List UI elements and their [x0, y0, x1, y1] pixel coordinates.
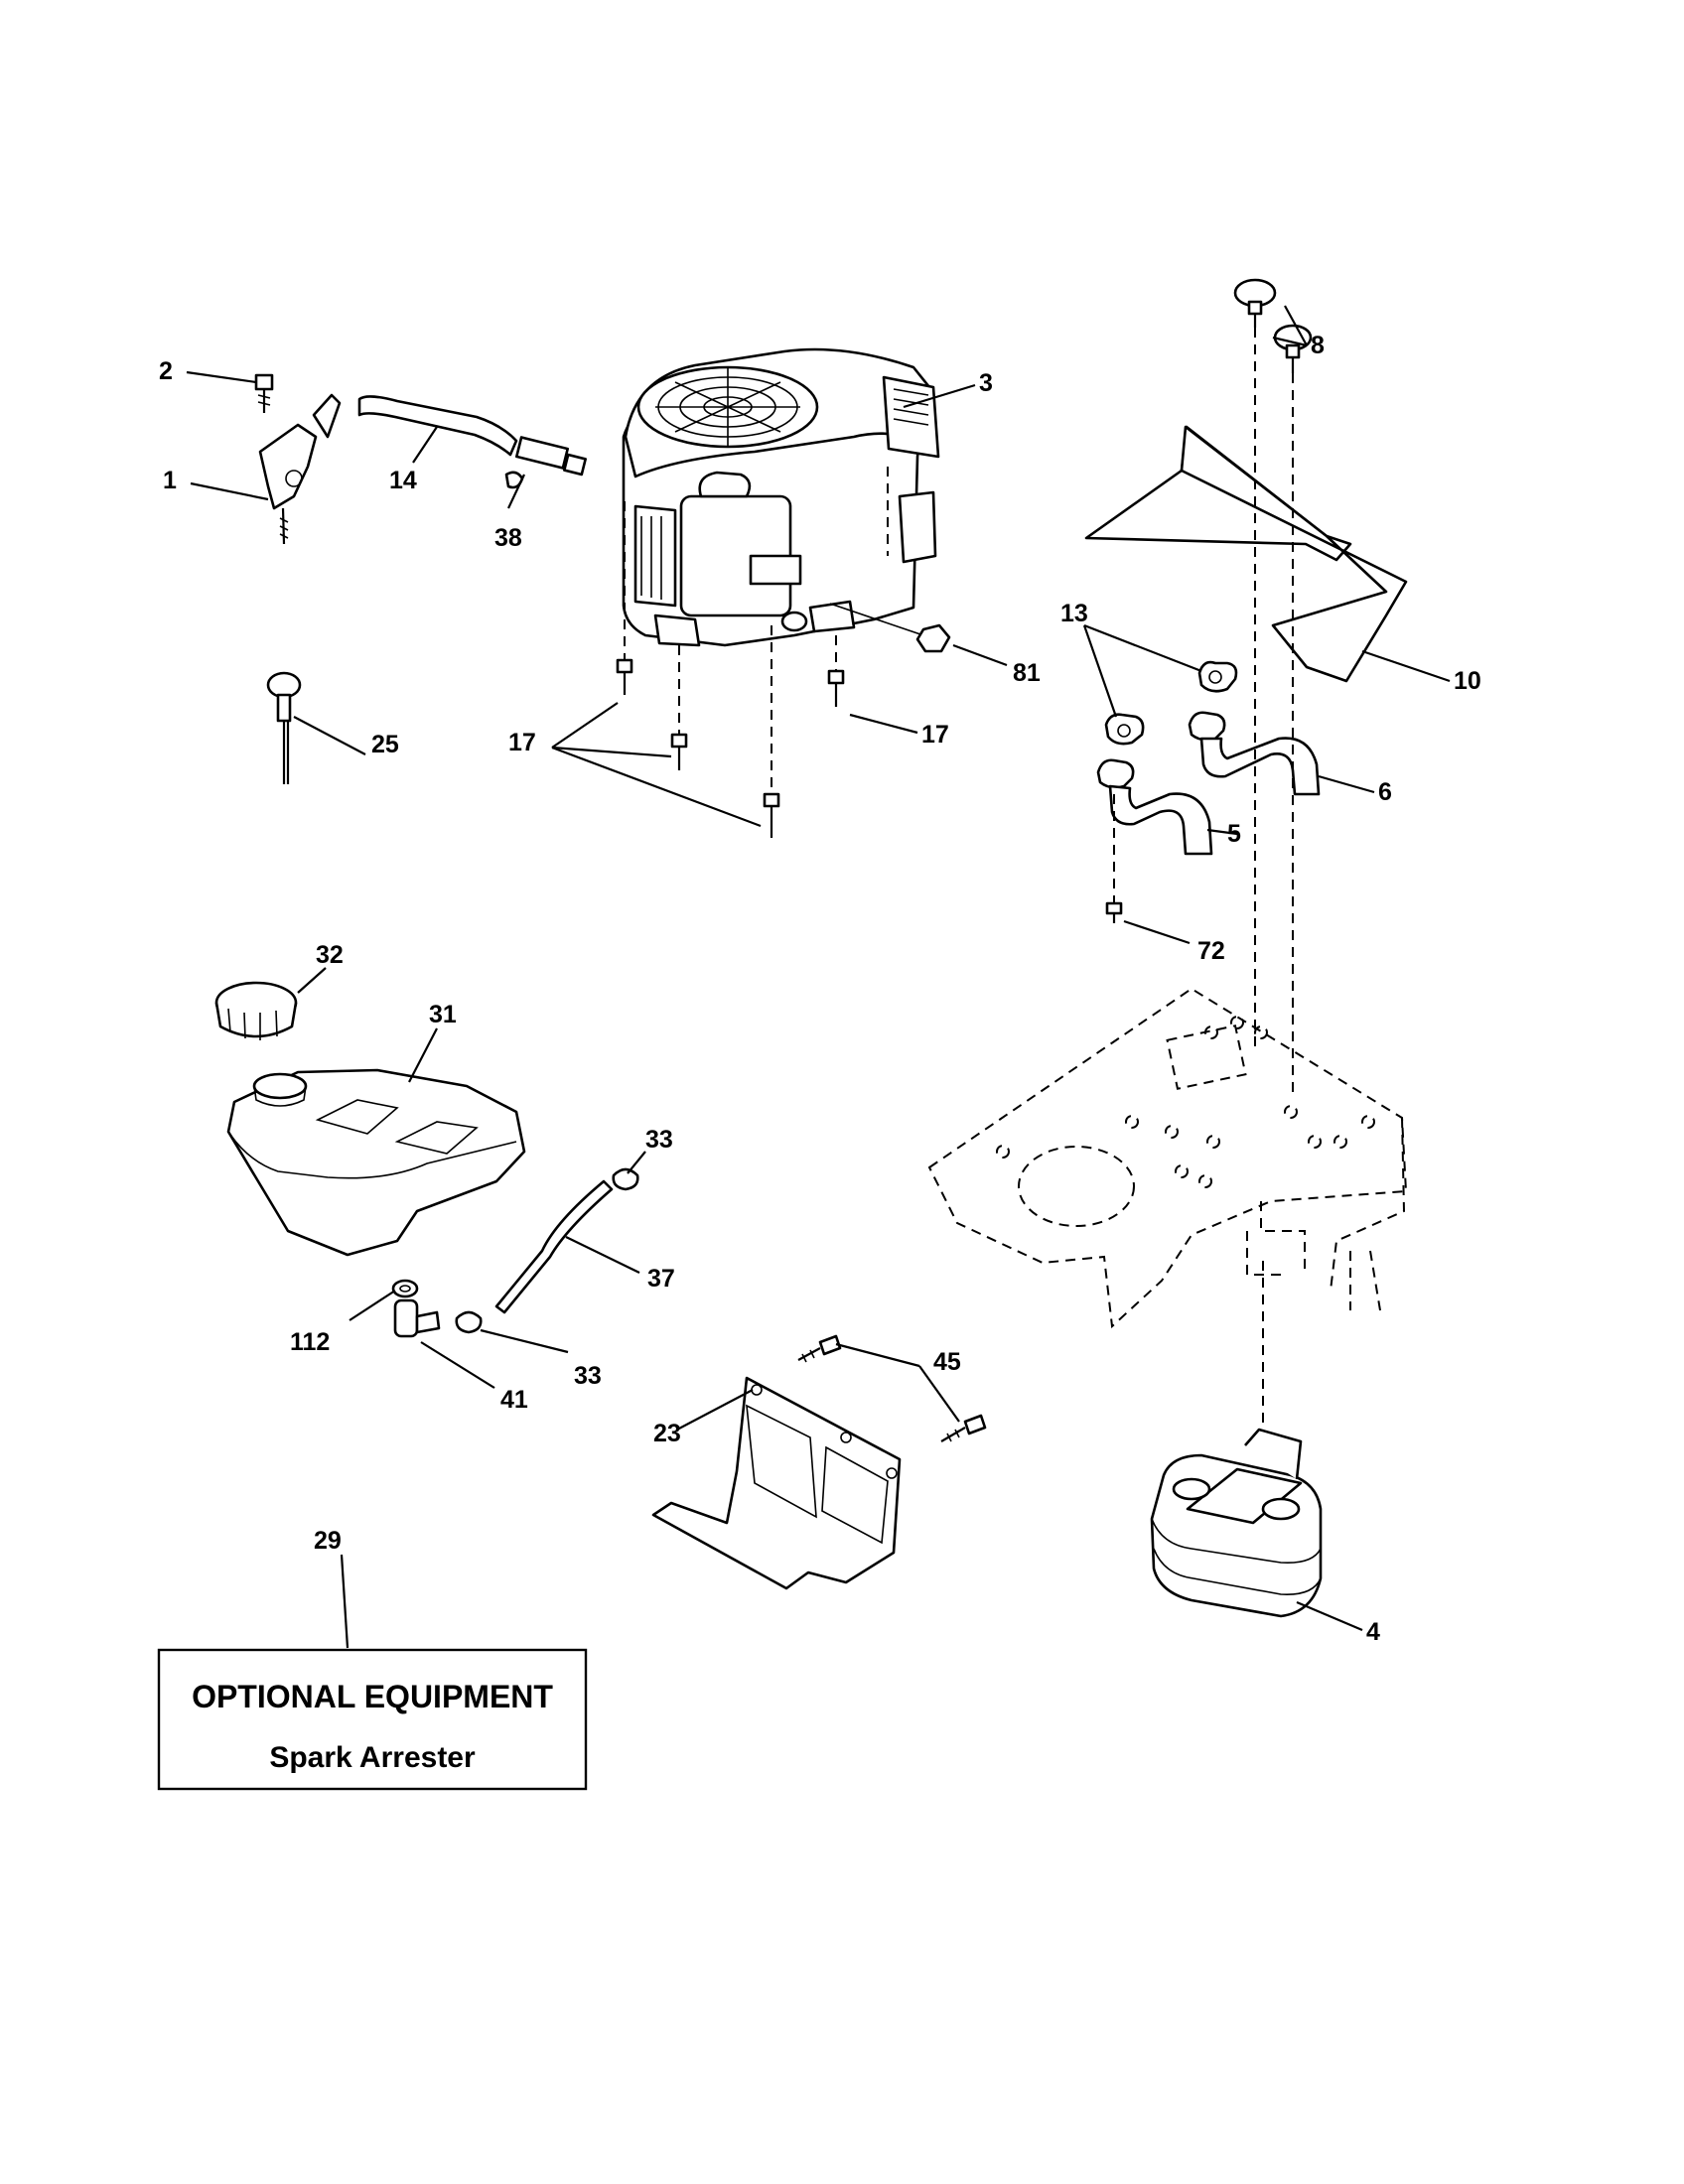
callout-112: 112 — [290, 1328, 330, 1356]
part-gaskets-13 — [1104, 660, 1238, 746]
part-nut-81 — [829, 603, 951, 653]
callout-3: 3 — [979, 369, 993, 397]
callout-8: 8 — [1311, 332, 1325, 359]
callout-32: 32 — [316, 941, 344, 969]
optional-equipment-title: OPTIONAL EQUIPMENT — [192, 1679, 553, 1714]
part-screws-8 — [1233, 278, 1313, 373]
callout-10: 10 — [1454, 667, 1481, 695]
leader-lines — [186, 305, 1451, 1649]
part-fuel-line-14 — [357, 395, 518, 457]
part-screw-2 — [254, 373, 274, 413]
callout-38: 38 — [494, 524, 522, 552]
callout-1: 1 — [163, 467, 177, 494]
callout-23: 23 — [653, 1420, 681, 1447]
part-fitting-41 — [393, 1298, 441, 1338]
part-screws-45 — [797, 1334, 987, 1442]
callout-5: 5 — [1227, 820, 1241, 848]
callout-45: 45 — [933, 1348, 961, 1376]
callout-6: 6 — [1378, 778, 1392, 806]
part-screws-17 — [616, 467, 889, 838]
callout-31: 31 — [429, 1001, 457, 1028]
callout-72: 72 — [1197, 937, 1225, 965]
part-engine-3 — [622, 347, 940, 647]
callout-29: 29 — [314, 1527, 342, 1555]
optional-equipment-subtitle: Spark Arrester — [269, 1741, 476, 1774]
callout-14: 14 — [389, 467, 417, 494]
part-fuel-cap-32 — [214, 981, 298, 1040]
callout-81: 81 — [1013, 659, 1041, 687]
part-clamps-33 — [455, 1167, 639, 1334]
callout-2: 2 — [159, 357, 173, 385]
part-exhaust-pipe-5 — [1096, 758, 1213, 856]
part-bushing-112 — [391, 1279, 419, 1298]
part-muffler-4 — [1150, 1428, 1323, 1618]
callout-17b: 17 — [921, 721, 949, 749]
part-fuel-filter-38 — [504, 436, 587, 489]
part-frame — [927, 987, 1408, 1329]
part-fuel-line-37 — [494, 1179, 614, 1314]
callout-33a: 33 — [645, 1126, 673, 1154]
optional-equipment-box: OPTIONAL EQUIPMENT Spark Arrester — [157, 1648, 588, 1791]
callout-33b: 33 — [574, 1362, 602, 1390]
callout-25: 25 — [371, 731, 399, 758]
part-throttle-control — [258, 393, 342, 545]
part-shield-plate-23 — [651, 1376, 902, 1590]
callout-labels: 1 2 3 4 5 6 8 10 13 14 17 17 23 25 29 31… — [159, 332, 1481, 1646]
part-dipstick-25 — [266, 671, 302, 784]
callout-13: 13 — [1060, 600, 1088, 627]
callout-41: 41 — [500, 1386, 528, 1414]
callout-37: 37 — [647, 1265, 675, 1293]
callout-4: 4 — [1366, 1618, 1380, 1646]
callout-17a: 17 — [508, 729, 536, 756]
part-screw-72 — [1105, 794, 1123, 923]
part-exhaust-pipe-6 — [1188, 711, 1321, 796]
part-heat-shield-10 — [1084, 425, 1408, 683]
part-fuel-tank-31 — [226, 1068, 526, 1257]
